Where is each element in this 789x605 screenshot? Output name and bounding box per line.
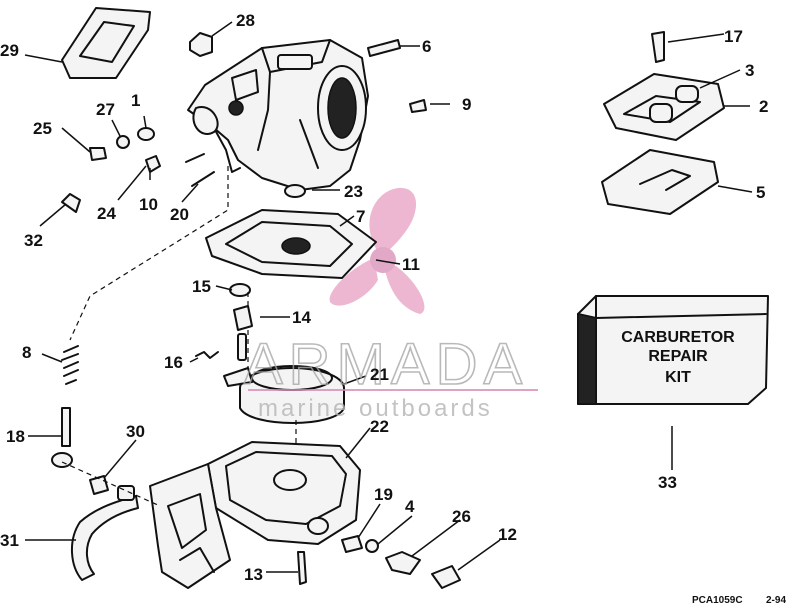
item-24-lever (145, 155, 161, 173)
callout-25: 25 (33, 119, 52, 138)
item-1-nut (137, 127, 155, 141)
callout-33: 33 (658, 473, 677, 492)
callout-9: 9 (462, 95, 471, 114)
propeller-blade-bottom (384, 266, 425, 314)
callout-8: 8 (22, 343, 31, 362)
callout-7: 7 (356, 207, 365, 226)
item-3-part (675, 85, 699, 103)
item-20-pin (191, 171, 215, 187)
callout-1: 1 (131, 91, 140, 110)
callout-31: 31 (0, 531, 19, 550)
item-29-gasket (61, 7, 151, 79)
callout-12: 12 (498, 525, 517, 544)
callout-6: 6 (422, 37, 431, 56)
propeller-logo-watermark (329, 187, 425, 314)
item-14-needle-seat (233, 305, 253, 331)
callout-23: 23 (344, 182, 363, 201)
item-2-cover (603, 73, 725, 141)
kit-label-line3: KIT (665, 369, 691, 386)
callout-19: 19 (374, 485, 393, 504)
figure-code: PCA1059C (692, 595, 743, 605)
item-32-fitting (61, 193, 81, 213)
callout-15: 15 (192, 277, 211, 296)
callout-11: 11 (402, 255, 420, 274)
item-4-washer (365, 539, 379, 553)
item-28-nut (189, 32, 213, 57)
callout-17: 17 (724, 27, 743, 46)
item-31-bracket (70, 485, 139, 581)
item-6-screw (367, 39, 401, 57)
callout-labels: 1 2 3 4 5 6 7 8 9 10 11 12 13 14 15 16 1… (0, 11, 768, 584)
brand-watermark: ARMADA marine outboards (243, 331, 538, 422)
item-23-plug (284, 184, 306, 198)
callout-4: 4 (405, 497, 415, 516)
watermark-brand: ARMADA (244, 332, 528, 397)
item-27-washer (116, 135, 130, 149)
callout-10: 10 (139, 195, 158, 214)
item-15-o-ring (229, 283, 251, 297)
callout-20: 20 (170, 205, 189, 224)
item-14-needle (237, 333, 247, 361)
item-26-fitting (385, 551, 421, 575)
item-22-float-bowl (149, 441, 361, 589)
item-8-spring (61, 345, 79, 385)
propeller-blade-left (329, 258, 378, 306)
callout-16: 16 (164, 353, 183, 372)
item-25-screw (89, 147, 107, 161)
callout-3: 3 (745, 61, 754, 80)
item-18-needle (51, 407, 73, 468)
callout-13: 13 (244, 565, 263, 584)
propeller-hub (370, 247, 396, 273)
watermark-tagline: marine outboards (258, 395, 493, 422)
callout-28: 28 (236, 11, 255, 30)
callout-21: 21 (370, 365, 389, 384)
item-16-spring (195, 351, 219, 359)
item-21-float (223, 365, 345, 424)
kit-label-line1: CARBURETOR (621, 329, 735, 346)
kit-label-line2: REPAIR (648, 348, 708, 365)
figure-date: 2-94 (766, 595, 786, 605)
callout-14: 14 (292, 308, 311, 327)
callout-30: 30 (126, 422, 145, 441)
item-17-screw (651, 31, 665, 63)
callout-18: 18 (6, 427, 25, 446)
item-12-plug (431, 565, 461, 589)
item-10-pin (185, 153, 205, 163)
item-13-screw (297, 551, 307, 585)
callout-32: 32 (24, 231, 43, 250)
callout-26: 26 (452, 507, 471, 526)
callout-5: 5 (756, 183, 765, 202)
propeller-blade-top (369, 187, 417, 254)
carburetor-body (187, 39, 369, 191)
callout-27: 27 (96, 100, 115, 119)
callout-24: 24 (97, 204, 116, 223)
item-33-repair-kit-box: CARBURETOR REPAIR KIT (577, 295, 769, 405)
item-9-plug (409, 99, 427, 113)
item-7-diaphragm (205, 209, 377, 279)
callout-29: 29 (0, 41, 19, 60)
callout-22: 22 (370, 417, 389, 436)
item-5-gasket (601, 149, 719, 215)
leader-lines (24, 21, 753, 573)
callout-2: 2 (759, 97, 768, 116)
item-19-jet (341, 535, 363, 553)
assembly-dashed-lines (61, 166, 297, 507)
